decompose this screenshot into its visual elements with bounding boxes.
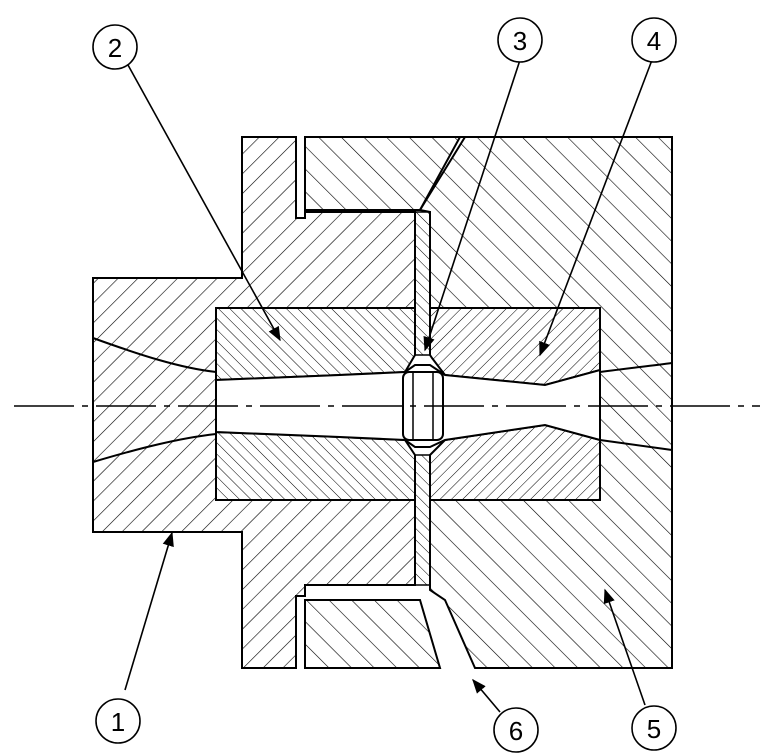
left-insert-lower bbox=[215, 430, 416, 501]
leader-3 bbox=[423, 59, 521, 352]
callout-2: 2 bbox=[92, 24, 138, 70]
right-insert bbox=[429, 307, 601, 387]
leader-1 bbox=[124, 531, 174, 691]
callout-5: 5 bbox=[631, 705, 677, 751]
callout-4: 4 bbox=[631, 17, 677, 63]
left-die-lower-plate bbox=[304, 599, 442, 669]
upper-flow-curve-right bbox=[599, 362, 673, 373]
center-plate-lower bbox=[414, 454, 431, 586]
center-plate bbox=[414, 211, 431, 356]
callout-2-label: 2 bbox=[108, 33, 122, 63]
leader-5 bbox=[603, 588, 646, 706]
upper-flow-curve-left bbox=[92, 337, 217, 373]
callout-1: 1 bbox=[95, 698, 141, 744]
lower-flow-curve-left bbox=[92, 433, 217, 463]
callout-6: 6 bbox=[493, 707, 539, 753]
callout-6-label: 6 bbox=[509, 716, 523, 746]
right-die-body-top bbox=[304, 136, 462, 211]
callout-1-label: 1 bbox=[111, 707, 125, 737]
leader-4 bbox=[539, 59, 653, 357]
callout-5-label: 5 bbox=[647, 714, 661, 744]
callout-4-label: 4 bbox=[647, 26, 661, 56]
left-insert bbox=[215, 307, 416, 382]
lower-flow-curve-right bbox=[599, 439, 673, 451]
callout-3-label: 3 bbox=[513, 26, 527, 56]
leader-2 bbox=[127, 64, 281, 342]
callout-3: 3 bbox=[497, 17, 543, 63]
leader-6 bbox=[472, 678, 501, 713]
